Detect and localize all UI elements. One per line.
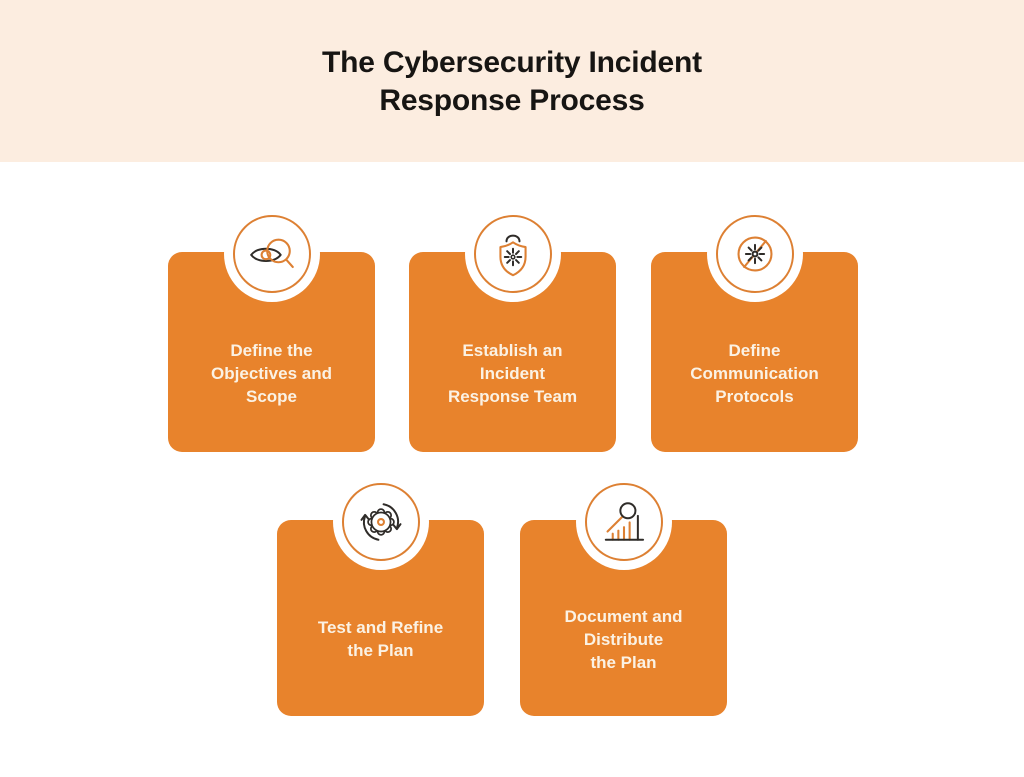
card-label-line: Protocols [715, 386, 794, 406]
card-label-line: Document and [564, 606, 683, 626]
icon-ring [341, 483, 420, 561]
icon-badge [332, 474, 429, 570]
icon-badge [464, 206, 561, 302]
card-test-refine-plan: Test and Refine the Plan [277, 474, 484, 716]
sun-slash-icon [736, 236, 773, 272]
icon-ring [473, 215, 552, 293]
card-define-communication-protocols: Define Communication Protocols [651, 206, 858, 452]
sun-glyph [744, 243, 765, 265]
page-title: The Cybersecurity Incident Response Proc… [0, 0, 1024, 120]
card-label-line: Communication [690, 363, 819, 383]
card-label-line: Incident [479, 363, 546, 383]
card-establish-incident-response-team: Establish an Incident Response Team [409, 206, 616, 452]
card-label-line: Define the [230, 340, 313, 360]
header-band: The Cybersecurity Incident Response Proc… [0, 0, 1024, 162]
card-label: Define the Objectives and Scope [211, 339, 332, 408]
icon-ring [232, 215, 311, 293]
icon-badge [706, 206, 803, 302]
card-label: Define Communication Protocols [690, 339, 818, 408]
card-document-distribute-plan: Document and Distribute the Plan [520, 474, 727, 716]
card-label-line: Scope [245, 386, 298, 406]
eye-magnifier-icon [249, 238, 294, 269]
card-label-line: Establish an [462, 340, 563, 360]
card-label: Document and Distribute the Plan [564, 605, 682, 674]
card-define-objectives-scope: Define the Objectives and Scope [168, 206, 375, 452]
shield-lock-icon [498, 234, 527, 277]
gear-refresh-icon [360, 503, 401, 541]
icon-ring [715, 215, 794, 293]
icon-badge [223, 206, 320, 302]
page-title-line1: The Cybersecurity Incident [322, 46, 702, 79]
card-label-line: Test and Refine [317, 618, 444, 637]
card-label-line: the Plan [590, 652, 657, 672]
gear-glyph [366, 508, 395, 536]
chart-magnifier-icon [604, 502, 644, 541]
card-label: Test and Refine the Plan [318, 616, 443, 662]
page-title-line2: Response Process [379, 84, 645, 117]
sun-glyph [503, 247, 522, 267]
card-label-line: Distribute [583, 629, 664, 649]
card-label-line: Define [728, 340, 781, 360]
card-label-line: the Plan [347, 641, 414, 660]
icon-ring [584, 483, 663, 561]
icon-badge [575, 474, 672, 570]
card-label: Establish an Incident Response Team [448, 339, 577, 408]
card-label-line: Objectives and [211, 363, 332, 383]
card-label-line: Response Team [447, 386, 578, 406]
